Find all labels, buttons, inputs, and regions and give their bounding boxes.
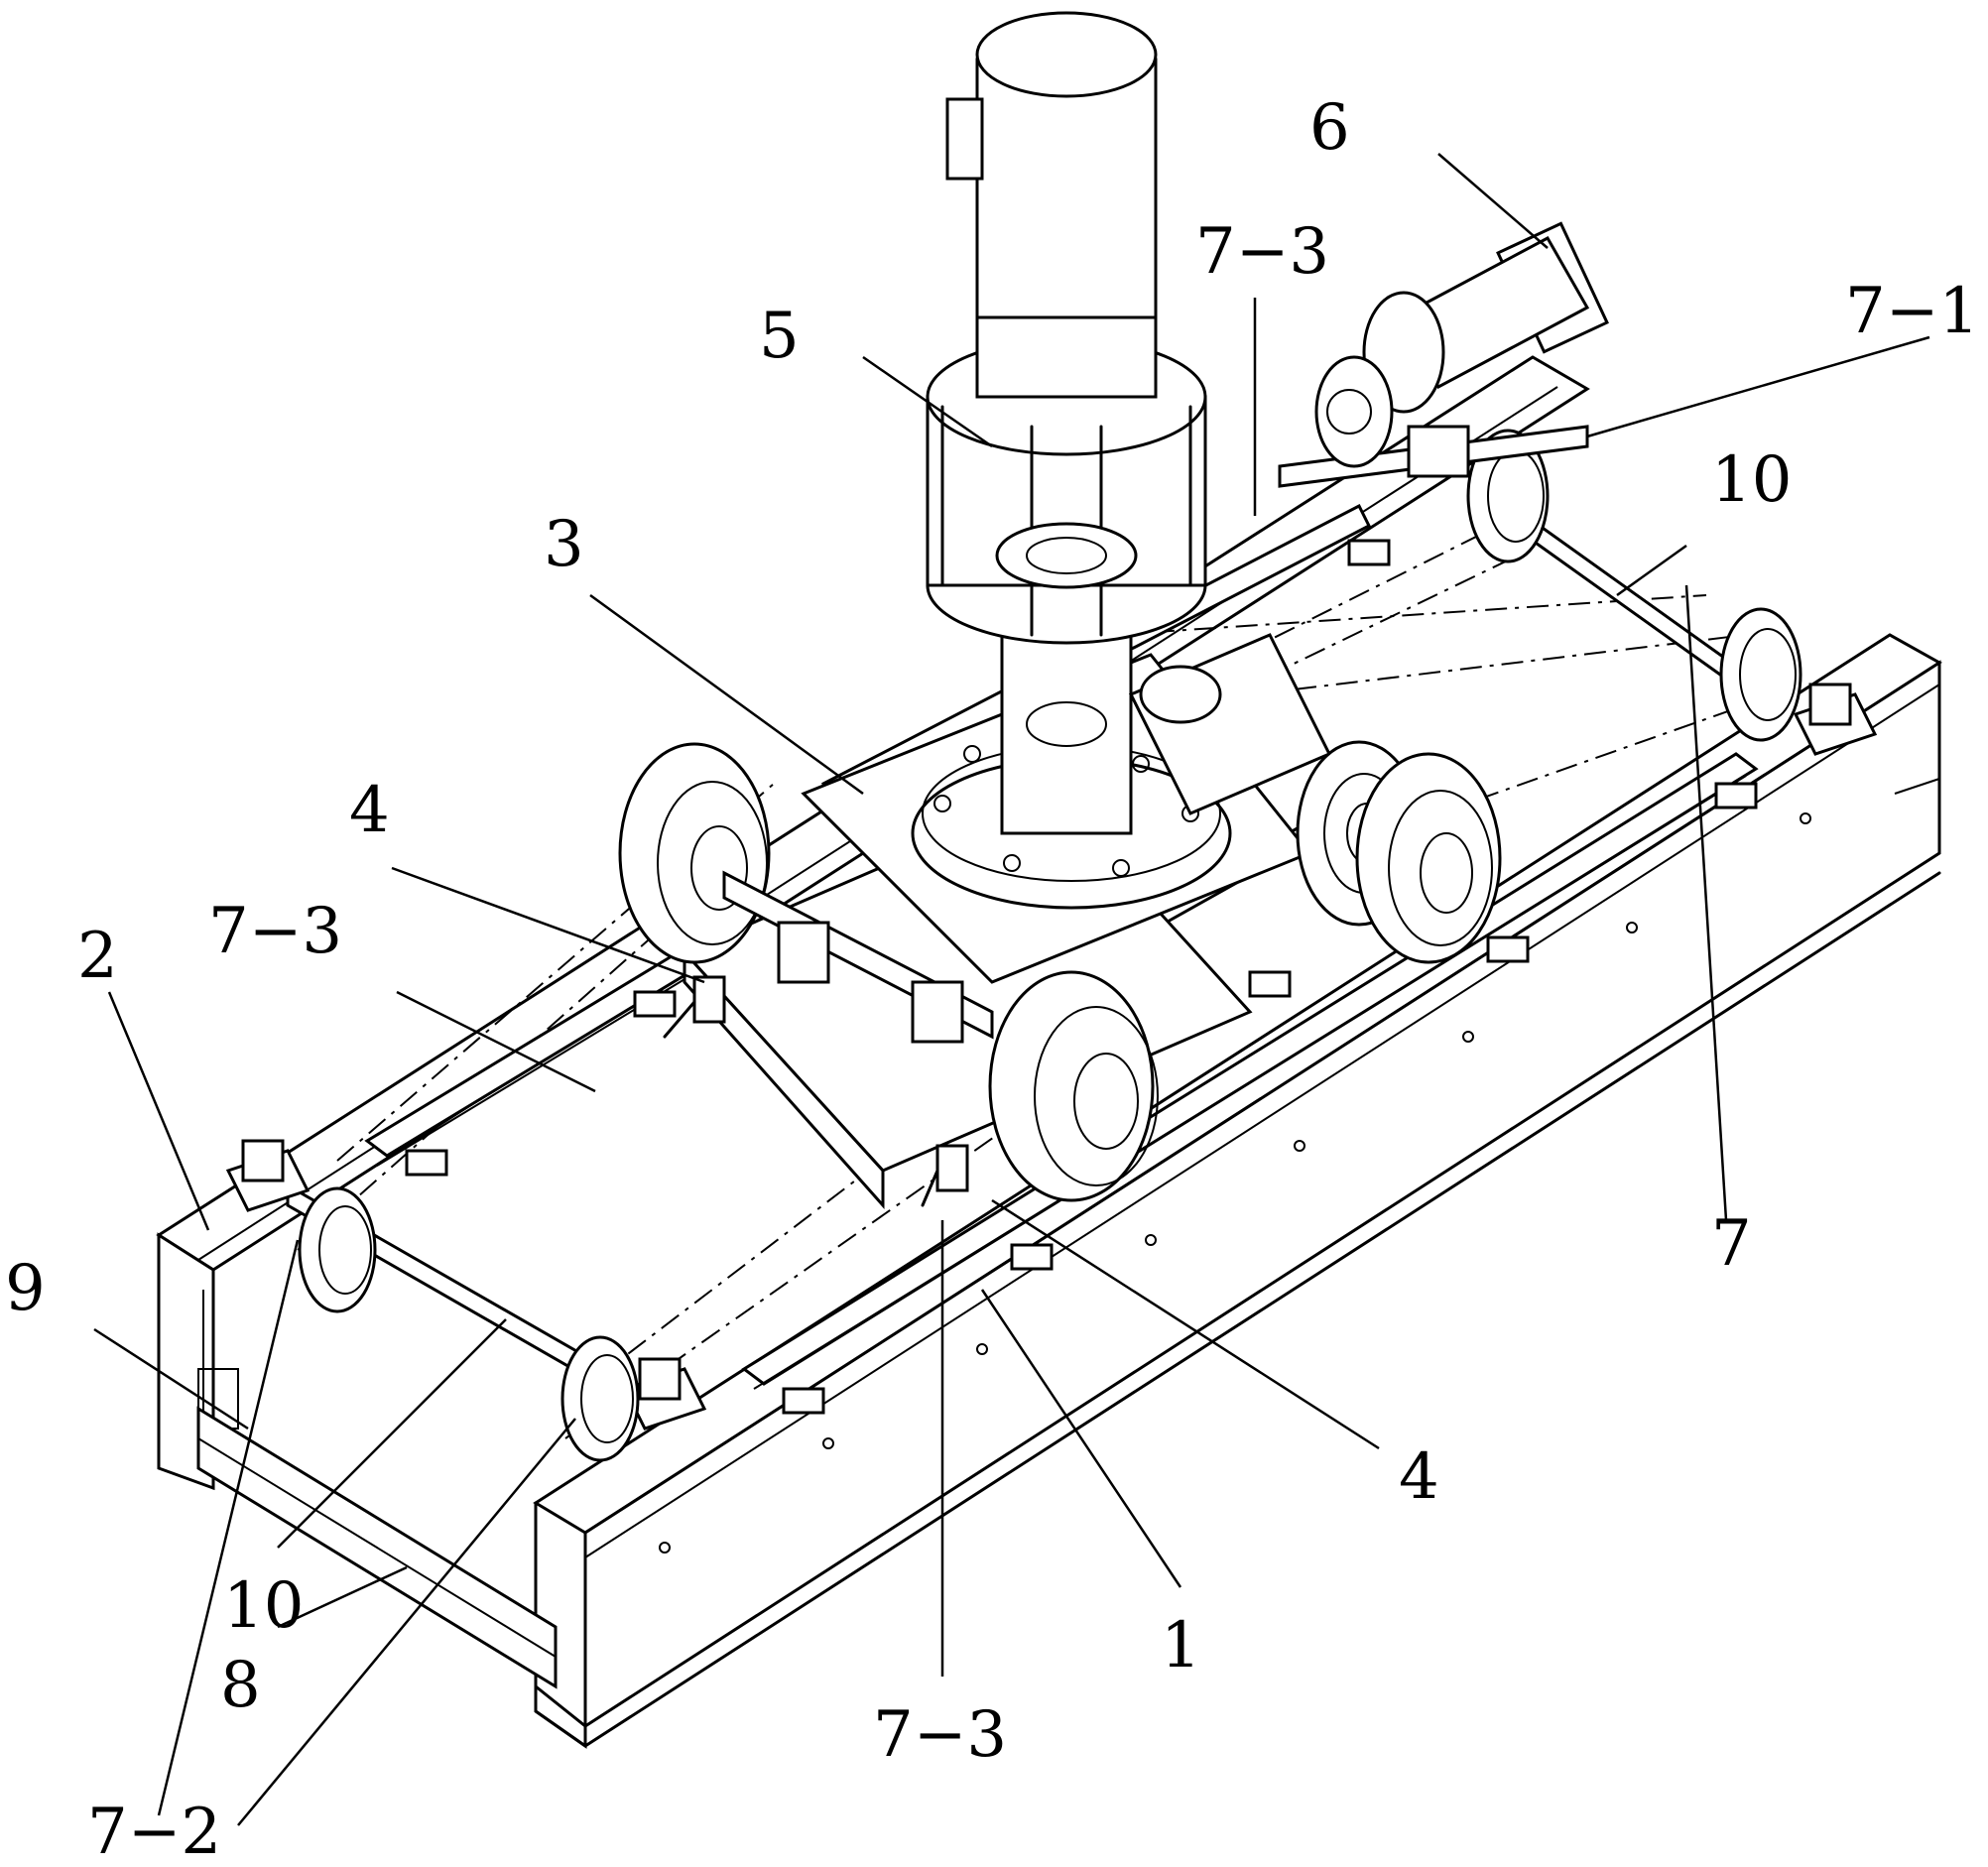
callout-10-right: 10 <box>1711 443 1792 517</box>
left-axle <box>722 870 994 1044</box>
callout-7-1: 7−1 <box>1845 275 1979 348</box>
body-bolts <box>933 745 1199 877</box>
front-rail-holes <box>659 812 1811 1554</box>
callout-7-3-bottom: 7−3 <box>873 1698 1007 1772</box>
callout-4-right: 4 <box>1399 1440 1439 1514</box>
callout-3: 3 <box>544 508 584 581</box>
left-shaft-assembly <box>225 1139 707 1462</box>
callout-7-3-left: 7−3 <box>208 895 342 968</box>
rear-right-wheel <box>1355 752 1502 964</box>
cross-beam <box>196 1406 558 1689</box>
callout-9: 9 <box>5 1252 46 1325</box>
rear-left-wheel <box>618 742 771 964</box>
callout-7-3-top: 7−3 <box>1195 215 1329 289</box>
left-guide-rail <box>364 940 717 1167</box>
front-wheel <box>988 970 1159 1202</box>
callout-2: 2 <box>77 920 118 993</box>
callout-1: 1 <box>1161 1609 1201 1682</box>
clamp-blocks <box>405 539 1758 1415</box>
limit-switches <box>663 975 969 1207</box>
callout-labels: 6 7−3 7−1 5 10 3 4 7−3 2 7 9 4 10 1 8 7−… <box>5 91 1979 1867</box>
callout-7: 7 <box>1711 1207 1752 1281</box>
callout-10-left: 10 <box>223 1569 304 1643</box>
right-shaft-assembly <box>1466 429 1878 756</box>
callout-6: 6 <box>1309 91 1350 165</box>
callout-4-left: 4 <box>349 774 390 847</box>
vertical-motor <box>945 11 1158 399</box>
left-rear-sprocket <box>298 1186 377 1313</box>
gear-motor <box>1278 221 1609 488</box>
leader-lines <box>93 153 1930 1826</box>
left-front-sprocket <box>560 1335 640 1462</box>
callout-5: 5 <box>759 300 800 373</box>
callout-8: 8 <box>220 1649 261 1722</box>
front-guide-rail <box>741 752 1759 1390</box>
callout-7-2: 7−2 <box>87 1796 221 1867</box>
right-front-sprocket <box>1719 607 1802 742</box>
